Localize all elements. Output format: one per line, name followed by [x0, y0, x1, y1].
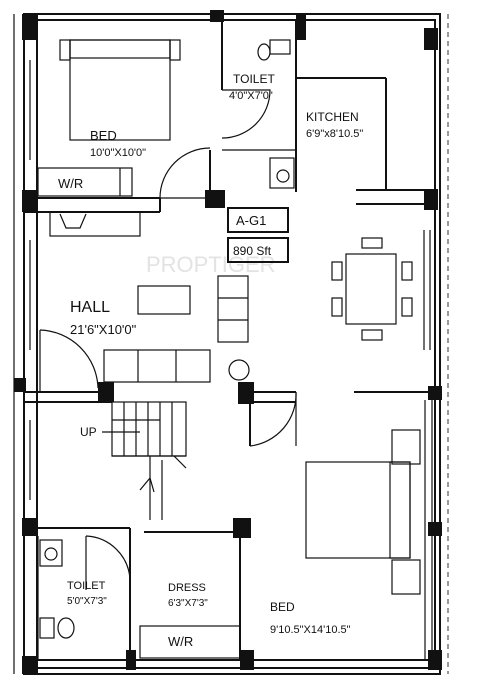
bed-bottom-name: BED [270, 600, 295, 614]
toilet-top-name: TOILET [233, 72, 275, 86]
hall-size: 21'6"X10'0" [70, 322, 137, 337]
outer-walls [13, 13, 449, 675]
kitchen-name: KITCHEN [306, 110, 359, 124]
furniture [37, 39, 421, 659]
unit-tag: A-G1 890 Sft [227, 207, 289, 263]
interior-walls [24, 20, 440, 668]
toilet-top-size: 4'0"X7'0" [229, 90, 273, 102]
unit-area: 890 Sft [233, 244, 272, 258]
bed-top-size: 10'0"X10'0" [90, 147, 146, 159]
kitchen-size: 6'9"x8'10.5" [306, 128, 363, 140]
unit-name: A-G1 [236, 213, 266, 228]
hall-name: HALL [70, 299, 110, 316]
watermark: PROPTIGER [146, 252, 276, 277]
bed-top-name: BED [90, 128, 117, 143]
room-labels: TOILET 4'0"X7'0" KITCHEN 6'9"x8'10.5" BE… [58, 72, 363, 649]
toilet-bottom-name: TOILET [67, 580, 106, 592]
dress-name: DRESS [168, 582, 206, 594]
toilet-bottom-size: 5'0"X7'3" [67, 596, 107, 607]
wr-bottom-label: W/R [168, 634, 193, 649]
dress-size: 6'3"X7'3" [168, 598, 208, 609]
windows [23, 13, 431, 500]
wr-top-label: W/R [58, 176, 83, 191]
door-swings [39, 89, 297, 590]
bed-bottom-size: 9'10.5"X14'10.5" [270, 624, 351, 636]
stair-up-label: UP [80, 425, 97, 439]
